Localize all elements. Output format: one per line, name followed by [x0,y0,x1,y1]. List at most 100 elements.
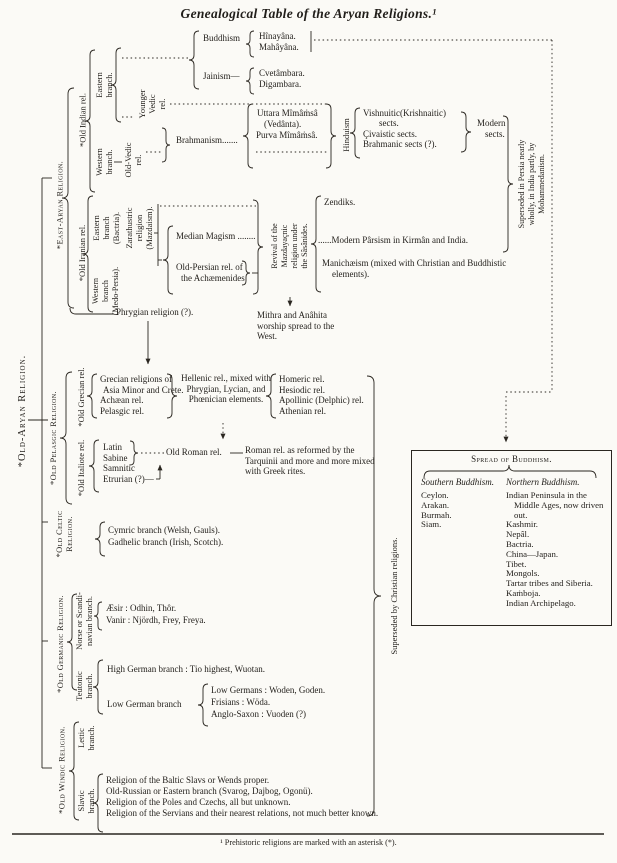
brace [502,115,514,253]
celtic-label-line: *Old Celtic [54,509,64,558]
western-branch-line: branch. [104,149,114,175]
brace [325,103,337,169]
anglo-saxon-node: Anglo-Saxon : Vuoden (?) [211,709,307,719]
brace [310,195,322,293]
teutonic-branch-line: branch. [84,672,94,699]
pelasgic-label: *Old Pelasgic Religion. [48,390,58,485]
list-item: Indian Archipelago. [506,597,576,608]
vanir-node: Vanir : Njördh, Frey, Freya. [106,615,206,625]
list-item: China—Japan. [506,548,559,559]
eastern-branch-line: branch. [104,72,114,98]
page-title: Genealogical Table of the Aryan Religion… [180,6,437,21]
brace [61,87,75,309]
brace [82,195,94,313]
brace [349,107,361,159]
list-item: Indian Peninsula in the Middle Ages, now… [506,490,604,520]
eastern-bactria-line: branch [101,215,111,240]
norse-branch-line: navian branch. [84,595,94,646]
old-grecian-label: *Old Grecian rel. [76,367,86,427]
mithra-node: Mithra and Anâhita worship spread to the… [257,310,335,341]
modern-parsism-node: ......Modern Pârsism in Kirmân and India… [318,235,468,245]
southern-buddhism-header: Southern Buddhism. [421,477,494,487]
apollinic-node: Apollinic (Delphic) rel. [279,395,364,405]
modern-sects-node: Modern [477,118,506,128]
buddhism-node: Buddhism [203,33,241,43]
uttara-node: Uttara Mîmâṁsâ [257,108,318,118]
lettic-branch-line: Lettic [76,727,86,748]
list-item: Arakan. [421,499,450,510]
list-item: Siam. [421,519,442,530]
list-item: Ceylon. [421,490,449,500]
superseded-persia-line: wholly, in India partly, by [527,142,536,225]
northern-buddhism-list: Indian Peninsula in the Middle Ages, now… [506,490,607,609]
root-label: *Old-Aryan Religion. [17,354,28,468]
slavic-branch-label: Slavic branch. [76,778,96,824]
sabine-node: Sabine [103,452,128,463]
revival-label: Revival of the Mazdayaçnic religion unde… [270,198,310,294]
phrygian-elbow [69,307,114,315]
old-vedic-line: Old-Vedic [123,142,133,178]
old-indian-label: *Old Indian rel. [77,92,87,147]
eastern-bactria-label: Eastern branch (Bactria). [91,192,121,264]
servians-node: Religion of the Servians and their neare… [106,808,379,818]
eastern-bactria-line: Eastern [91,214,101,241]
revival-line: Revival of the [270,223,279,269]
revival-line: Mazdayaçnic [280,224,289,268]
brace [66,593,78,691]
vishnuitic-node-cont: sects. [379,118,399,128]
celtic-label: *Old Celtic Religion. [54,498,74,570]
old-italiote-label: *Old Italiote rel. [76,439,86,497]
phrygian-node: Phrygian religion (?). [116,307,194,317]
zarathustric-line: religion [134,214,144,241]
low-german-node: Low German branch [107,699,182,709]
brace [86,373,98,419]
athenian-node: Athenian rel. [279,405,326,416]
mahayana-node: Mahâyâna. [259,42,299,52]
brace [94,521,106,557]
brace [84,49,96,193]
baltic-slavs-node: Religion of the Baltic Slavs or Wends pr… [106,775,270,785]
norse-branch-line: Norse or Scandi- [74,591,84,650]
footnote: ¹ Prehistoric religions are marked with … [220,838,397,847]
high-german-node: High German branch : Tio highest, Wuotan… [107,664,265,674]
pelasgic-rel-node: Pelasgic rel. [100,405,144,416]
younger-vedic-label: Younger Vedic rel. [137,78,167,130]
latin-node: Latin [103,442,122,452]
zarathustric-line: (Mazdaism). [144,205,154,250]
brace [241,260,251,286]
southern-buddhism-list: Ceylon. Arakan. Burmah. Siam. [421,490,501,530]
brace [252,199,264,295]
revival-line: religion under [290,223,299,269]
list-item: Kaṁboja. [506,587,541,598]
brace [188,30,200,90]
old-vedic-line: rel. [133,154,143,166]
younger-vedic-line: Vedic [147,94,157,114]
younger-vedic-line: rel. [157,98,167,110]
eastern-bactria-line: (Bactria). [111,211,121,244]
poles-czechs-node: Religion of the Poles and Czechs, all bu… [106,797,291,807]
low-germans-node: Low Germans : Woden, Goden. [211,685,326,695]
median-magism-node: Median Magism ........ [176,231,256,241]
hellenic-node: Hellenic rel., mixed with Phrygian, Lyci… [181,373,271,404]
norse-branch-label: Norse or Scandi- navian branch. [74,587,94,655]
brace-superseded-christian [366,375,382,817]
zarathustric-label: Zarathustric religion (Mazdaism). [124,190,154,266]
brace [460,111,472,153]
western-medo-line: Western [91,277,100,304]
list-item: Bactria. [506,538,534,549]
gadhelic-node: Gadhelic branch (Irish, Scotch). [108,537,224,547]
hinayana-node: Hînayâna. [259,31,296,41]
lettic-branch-line: branch. [86,724,96,751]
modern-sects-node-cont: sects. [485,129,505,139]
jainism-node: Jainism— [203,71,240,81]
hesiodic-node: Hesiodic rel. [279,384,325,395]
zarathustric-line: Zarathustric [124,206,134,249]
zendiks-node: Zendiks. [324,197,356,207]
old-roman-node: Old Roman rel. [166,447,222,457]
civaistic-node: Çivaistic sects. [363,129,417,139]
brace [265,373,277,419]
slavic-branch-line: Slavic [76,789,86,812]
superseded-persia-line: Mohammedanism. [537,153,546,214]
